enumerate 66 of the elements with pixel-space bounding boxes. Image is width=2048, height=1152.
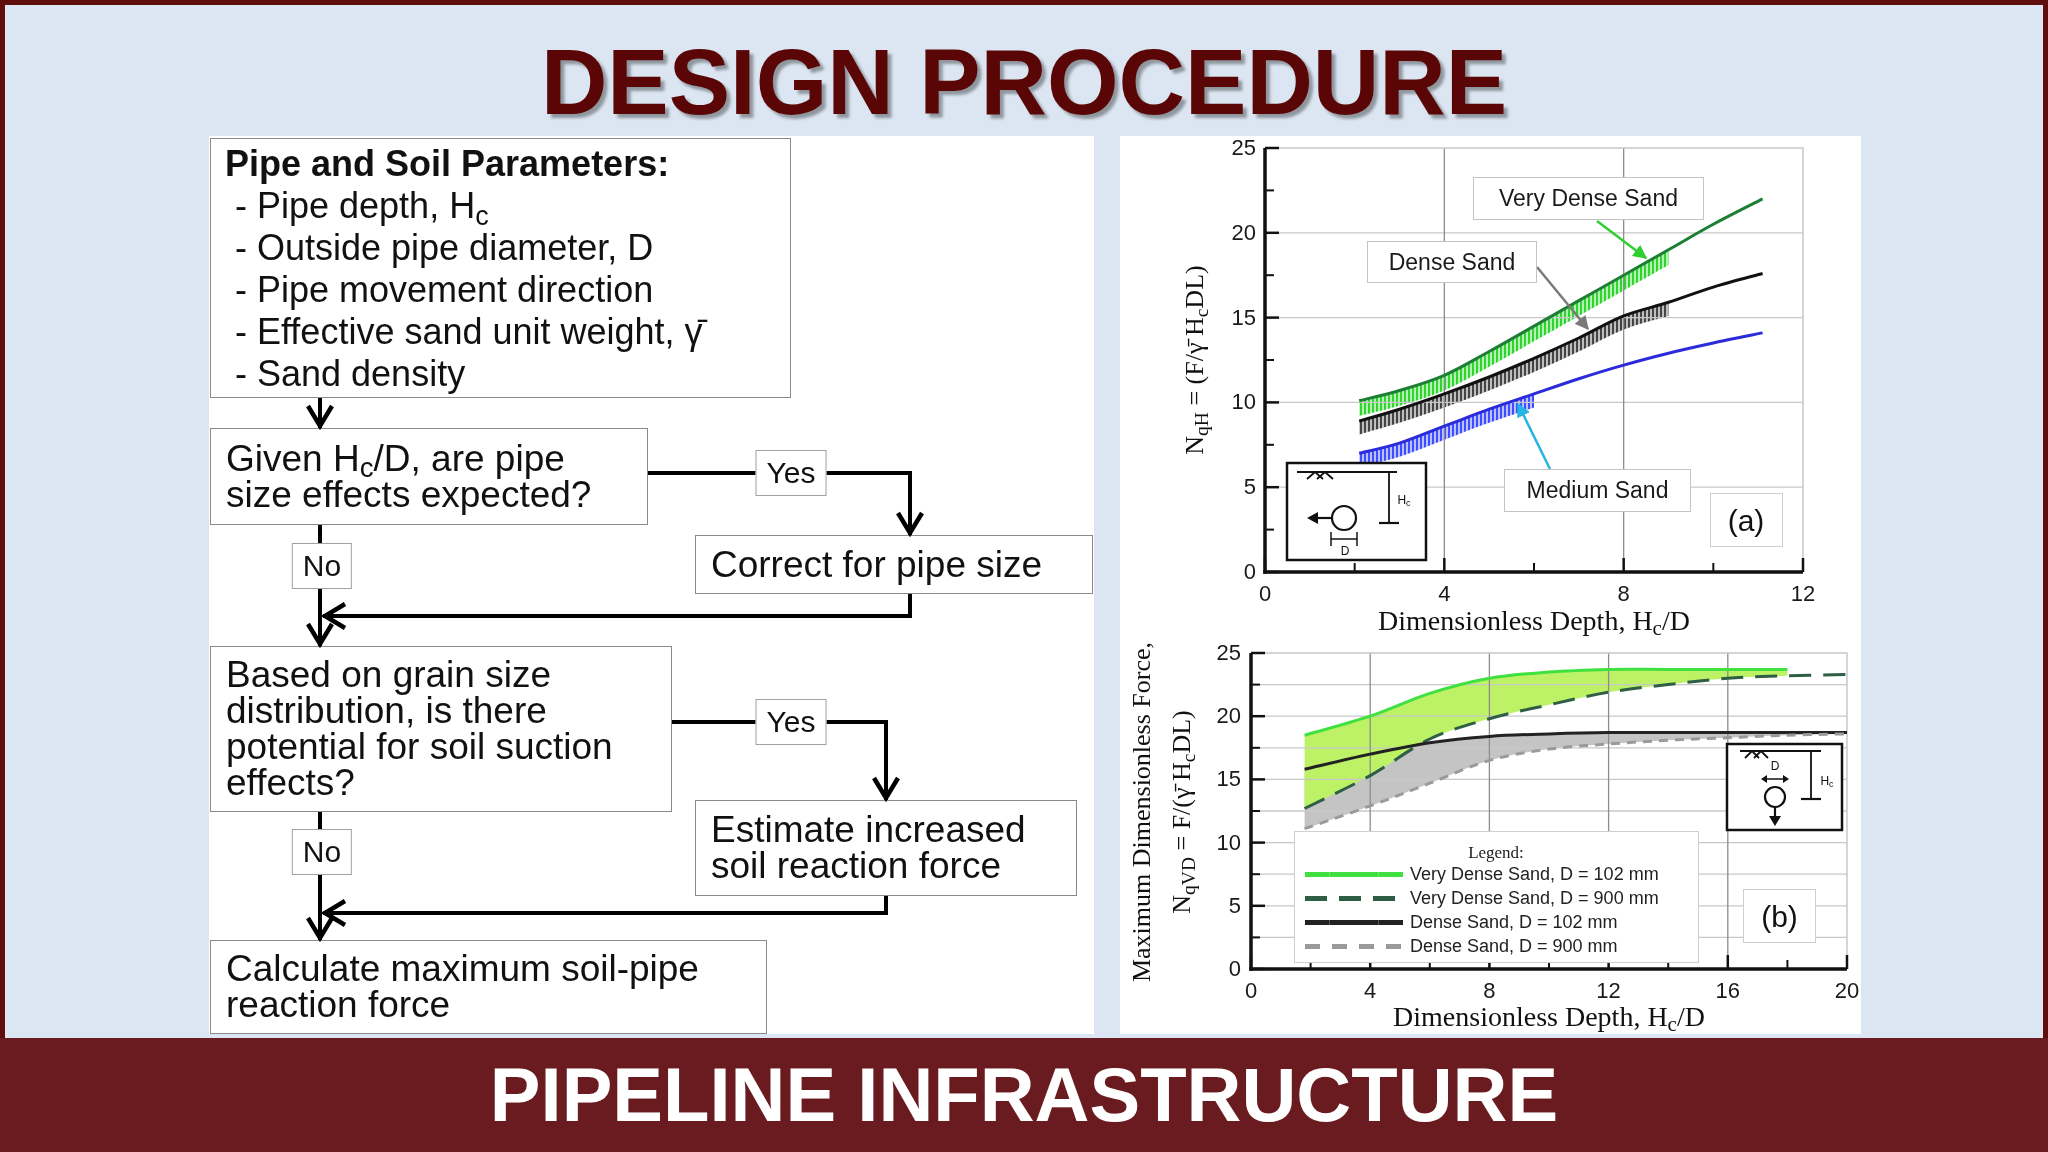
arrow [322, 896, 888, 928]
inset-label: D [1770, 760, 1780, 772]
edge-label: Yes [755, 450, 827, 496]
legend-text: Very Dense Sand, D = 102 mm [1410, 865, 1659, 883]
process-box [695, 800, 1077, 896]
tick-label: 0 [1258, 583, 1272, 605]
box-heading: Pipe and Soil Parameters: [225, 143, 671, 185]
edge-label: No [291, 543, 353, 589]
tick-label: 16 [1715, 980, 1741, 1002]
series-label: Very Dense Sand [1473, 177, 1704, 220]
list-item: - Effective sand unit weight, γ̄ [235, 311, 713, 353]
arrow [305, 913, 335, 941]
legend-text: Dense Sand, D = 900 mm [1410, 937, 1618, 955]
process-box [210, 646, 672, 812]
inset-label: H$_{c}$ [1820, 775, 1834, 787]
tick-label: 8 [1617, 583, 1630, 605]
legend-text: Dense Sand, D = 102 mm [1410, 913, 1618, 931]
tick-label: 8 [1483, 980, 1496, 1002]
footer-title: PIPELINE INFRASTRUCTURE [489, 1057, 1559, 1133]
tick-label: 10 [1231, 391, 1256, 414]
tick-label: 15 [1231, 306, 1256, 329]
tick-label: 4 [1364, 980, 1377, 1002]
tick-label: 20 [1216, 705, 1241, 728]
tick-label: 10 [1216, 831, 1241, 854]
edge-label: No [291, 829, 353, 875]
list-item: - Pipe movement direction [235, 269, 655, 311]
list-item: - Outside pipe diameter, D [235, 227, 655, 269]
tick-label: 20 [1834, 980, 1860, 1002]
process-box [695, 535, 1093, 594]
arrow [305, 398, 335, 429]
series-label: Dense Sand [1367, 241, 1537, 283]
panel-label: (a) [1709, 493, 1783, 547]
tick-label: 12 [1790, 583, 1816, 605]
tick-label: 4 [1438, 583, 1451, 605]
tick-label: 25 [1216, 642, 1241, 664]
slide-title: DESIGN PROCEDURE [540, 36, 1508, 128]
list-item: - Pipe depth, H$_{c}$ [235, 185, 490, 227]
panel-label: (b) [1743, 889, 1816, 943]
process-box [210, 428, 648, 525]
legend-text: Very Dense Sand, D = 900 mm [1410, 889, 1659, 907]
series-label: Medium Sand [1504, 469, 1691, 512]
step-text: Given H$_{c}$/D, are pipe size effects expected? [226, 440, 593, 513]
step-text: Calculate maximum soil-pipe reaction force [226, 951, 700, 1023]
tick-label: 0 [1228, 958, 1241, 980]
arrow [305, 616, 335, 647]
arrow [322, 594, 912, 631]
step-text: Based on grain size distribution, is there potential for soil suction effects? [226, 657, 614, 801]
list-item: - Sand density [235, 353, 467, 395]
tick-label: 0 [1243, 561, 1256, 583]
inset-label: H$_{c}$ [1397, 494, 1411, 506]
tick-label: 5 [1243, 476, 1256, 499]
inset-label: D [1340, 545, 1350, 557]
process-box [210, 138, 791, 398]
axis-title: Dimensionless Depth, H$_{c}$/D [1393, 1003, 1705, 1031]
legend-title: Legend: [1468, 843, 1524, 861]
tick-label: 25 [1231, 137, 1256, 159]
tick-label: 20 [1231, 221, 1256, 244]
tick-label: 12 [1596, 980, 1621, 1002]
step-text: Correct for pipe size [711, 546, 1043, 583]
edge-label: Yes [755, 699, 827, 745]
tick-label: 15 [1216, 768, 1241, 791]
process-box [210, 940, 767, 1034]
step-text: Estimate increased soil reaction force [711, 812, 1027, 884]
tick-label: 0 [1244, 980, 1258, 1002]
axis-title: Dimensionless Depth, H$_{c}$/D [1378, 607, 1690, 635]
tick-label: 5 [1228, 894, 1241, 917]
